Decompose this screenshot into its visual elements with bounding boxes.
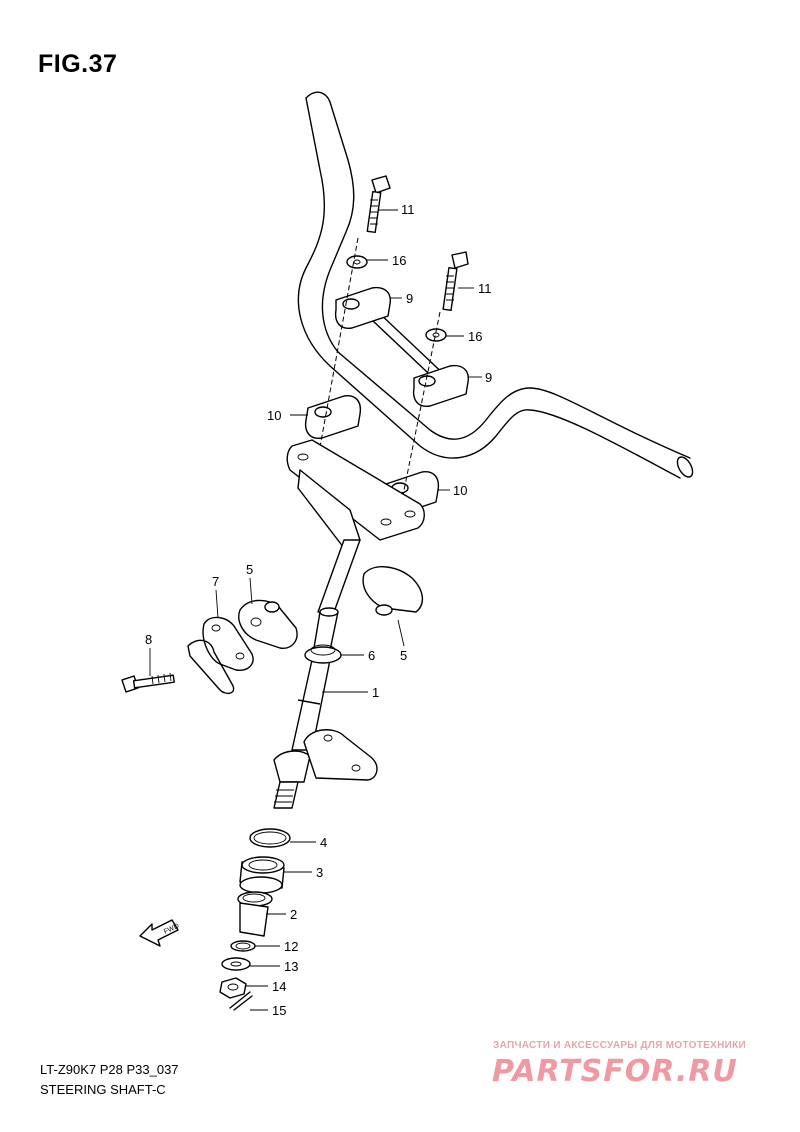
callout-15: 15: [272, 1003, 286, 1018]
bolt-11-right: [442, 251, 469, 312]
bolt-8: [121, 672, 175, 693]
shaft-holder-5-right: [362, 566, 423, 616]
bearing-nut-3: [239, 856, 285, 894]
callout-12: 12: [284, 939, 298, 954]
callout-2: 2: [290, 907, 297, 922]
callout-9-left: 9: [406, 291, 413, 306]
upper-holder-9-left: [334, 286, 391, 329]
callout-1: 1: [372, 685, 379, 700]
leader-lines: [149, 209, 482, 1011]
callout-3: 3: [316, 865, 323, 880]
callout-16-left: 16: [392, 253, 406, 268]
alignment-line-left: [317, 237, 359, 459]
callout-4: 4: [320, 835, 327, 850]
figure-title: FIG.37: [38, 50, 118, 78]
shaft-holder-5-left: [238, 599, 298, 649]
nut-14: [219, 977, 247, 999]
washer-16-right: [425, 328, 447, 342]
callout-10-right: 10: [453, 483, 467, 498]
lock-plate-7: [202, 616, 254, 671]
fwd-arrow-icon: FWD: [139, 919, 180, 947]
wire-clip: [187, 639, 235, 695]
watermark-logo: PARTSFOR.RU: [492, 1054, 738, 1089]
o-ring-4: [249, 828, 291, 848]
steering-top-bracket: [286, 439, 425, 549]
callout-11-right: 11: [478, 281, 492, 296]
steering-shaft-1: [273, 539, 361, 809]
callout-5-right: 5: [400, 648, 407, 663]
cotter-pin-15: [229, 991, 253, 1011]
callout-9-right: 9: [485, 370, 492, 385]
callout-8: 8: [145, 632, 152, 647]
washer-12: [230, 940, 256, 952]
callout-7: 7: [212, 574, 219, 589]
callout-5-left: 5: [246, 562, 253, 577]
callout-13: 13: [284, 959, 298, 974]
callout-11-left: 11: [401, 202, 415, 217]
washer-16-left: [346, 255, 368, 269]
washer-13: [221, 957, 251, 971]
lower-holder-10-left: [304, 395, 362, 439]
bolt-11-left: [366, 175, 391, 234]
alignment-line-right: [397, 311, 441, 521]
seal-6: [304, 644, 342, 664]
handlebar: [297, 91, 694, 479]
lower-bracket: [303, 729, 378, 781]
callout-10-left: 10: [267, 408, 281, 423]
bushing-2: [237, 891, 273, 937]
figure-name: STEERING SHAFT-C: [40, 1082, 166, 1097]
callout-16-right: 16: [468, 329, 482, 344]
callout-14: 14: [272, 979, 286, 994]
callout-6: 6: [368, 648, 375, 663]
figure-code: LT-Z90K7 P28 P33_037: [40, 1062, 179, 1077]
watermark-tagline: ЗАПЧАСТИ И АКСЕССУАРЫ ДЛЯ МОТОТЕХНИКИ: [493, 1040, 746, 1051]
